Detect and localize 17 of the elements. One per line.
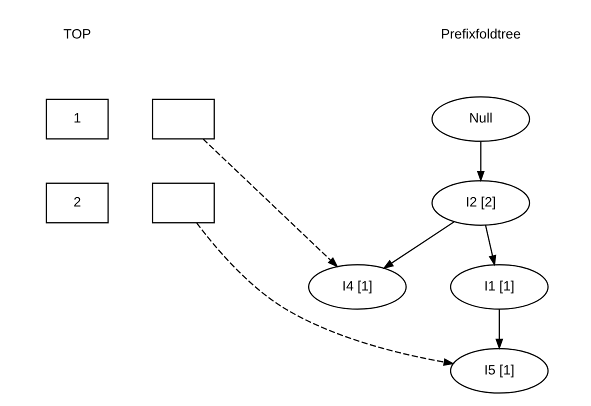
node-box: 1 xyxy=(45,98,108,140)
arrow xyxy=(476,142,484,182)
node-ellipse: I4 [1] xyxy=(308,264,406,310)
arrow xyxy=(202,138,338,268)
arrow xyxy=(484,225,496,266)
node-box: 2 xyxy=(45,182,108,224)
node-box xyxy=(151,182,214,224)
arrow xyxy=(494,310,503,350)
node-ellipse: I2 [2] xyxy=(430,180,530,226)
node-ellipse: I1 [1] xyxy=(449,264,548,310)
node-ellipse: Null xyxy=(430,96,530,142)
node-box xyxy=(151,98,214,140)
node-ellipse: I5 [1] xyxy=(449,348,548,394)
arrow xyxy=(382,221,454,270)
label: TOP xyxy=(62,26,91,42)
arrow xyxy=(196,222,454,366)
label: Prefixfoldtree xyxy=(440,26,520,42)
